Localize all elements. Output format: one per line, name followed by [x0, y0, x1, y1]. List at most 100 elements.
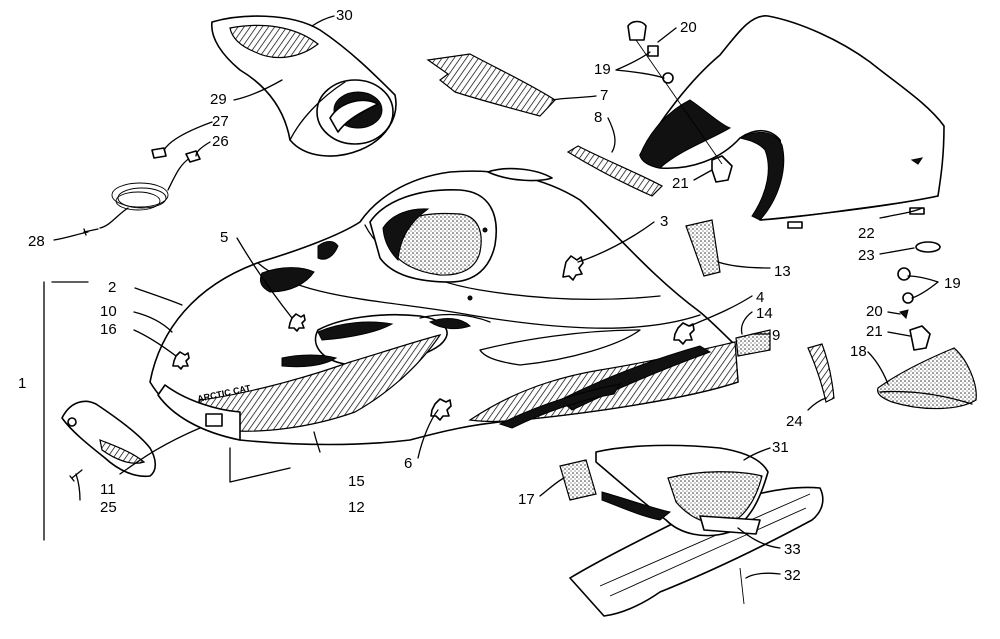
- bracket-18-edge: [879, 390, 973, 405]
- leader-20b: [887, 311, 901, 315]
- bolt-32: [739, 567, 745, 605]
- leader-25: [75, 473, 81, 501]
- harness-coil-3: [115, 191, 161, 211]
- rivet-5: [288, 313, 306, 332]
- callout-21a: 21: [672, 175, 689, 192]
- callout-13: 13: [774, 263, 791, 280]
- callout-17: 17: [518, 491, 535, 508]
- callout-4: 4: [756, 289, 764, 306]
- leader-31: [743, 447, 771, 461]
- leader-4: [689, 295, 753, 327]
- clip-21: [711, 155, 733, 183]
- leader-2: [134, 287, 183, 306]
- leader-13: [717, 261, 771, 269]
- hood-scoop-slot-3: [428, 318, 471, 330]
- leader-15: [313, 431, 321, 453]
- leader-lines: [43, 15, 939, 579]
- dash-shadow: [382, 208, 430, 262]
- hood-scoop-slot-1: [317, 321, 394, 341]
- callout-10: 10: [100, 303, 117, 320]
- seat-base-ribs: [599, 493, 811, 597]
- decal-9: [735, 329, 771, 357]
- decal-7: [426, 53, 556, 117]
- callout-22: 22: [858, 225, 875, 242]
- windshield-tab-1: [787, 221, 803, 229]
- harness-assembly: [83, 147, 201, 236]
- windshield-hardware: [627, 20, 941, 253]
- leader-1: [43, 281, 89, 541]
- hood-scoop-slot-2: [281, 354, 338, 368]
- screw-25: [69, 469, 83, 482]
- callout-1: 1: [18, 375, 26, 392]
- console-ridge: [289, 81, 346, 141]
- callout-30: 30: [336, 7, 353, 24]
- leader-27: [163, 121, 213, 151]
- hardware-axis: [635, 39, 723, 165]
- leader-28: [53, 231, 89, 241]
- bumper-11: [61, 400, 157, 478]
- windshield-mark: [910, 157, 924, 165]
- callout-9: 9: [772, 327, 780, 344]
- leader-14: [740, 311, 753, 335]
- washer-19b-top: [897, 267, 911, 281]
- callout-3: 3: [660, 213, 668, 230]
- decal-13: [685, 219, 721, 277]
- leader-19b: [907, 275, 939, 299]
- leader-24: [807, 397, 827, 411]
- hood-vent-left-1: [259, 267, 315, 293]
- hood-assembly: ARCTIC CAT: [149, 167, 739, 446]
- gauge-inner-ring: [329, 99, 379, 133]
- leader-20a: [657, 27, 677, 43]
- leader-32: [745, 572, 781, 579]
- windshield-assembly: [639, 15, 945, 229]
- leader-33: [737, 527, 781, 549]
- hood-vent-left-2: [317, 241, 339, 260]
- callout-24: 24: [786, 413, 803, 430]
- callout-28: 28: [28, 233, 45, 250]
- callout-labels: 1 2 3 4 5 6 7 8 9 10 11 12 13 14 15 16 1…: [18, 7, 961, 584]
- leader-7: [551, 95, 597, 101]
- connector-26: [185, 150, 201, 163]
- leader-12: [229, 447, 291, 483]
- hood-ridge-line: [257, 262, 701, 329]
- callout-16: 16: [100, 321, 117, 338]
- seal-24: [807, 343, 835, 403]
- side-decal-stripe-2: [498, 383, 622, 429]
- grille-8: [566, 145, 663, 197]
- callout-23: 23: [858, 247, 875, 264]
- callout-7: 7: [600, 87, 608, 104]
- callout-19a: 19: [594, 61, 611, 78]
- callout-20a: 20: [680, 19, 697, 36]
- hood-scoop-rim: [419, 313, 491, 323]
- callout-26: 26: [212, 133, 229, 150]
- leader-29: [233, 79, 283, 101]
- leader-6: [417, 409, 439, 459]
- leader-21b: [887, 331, 911, 337]
- callout-6: 6: [404, 455, 412, 472]
- cap-20: [627, 20, 647, 41]
- leader-30: [311, 15, 335, 27]
- decal-17: [559, 459, 597, 501]
- rivet-10: [172, 351, 190, 370]
- leader-11: [119, 427, 201, 475]
- rivet-4: [673, 322, 695, 345]
- hood-screw-hole-1: [482, 227, 488, 233]
- bumper-11-hole: [67, 417, 77, 427]
- console-assembly: [211, 15, 397, 157]
- nose-badge-slot: [205, 413, 223, 427]
- leader-23: [879, 247, 915, 255]
- leader-22: [879, 207, 923, 219]
- leader-16: [133, 329, 177, 357]
- callout-18: 18: [850, 343, 867, 360]
- callout-2: 2: [108, 279, 116, 296]
- windshield-trim-left: [639, 99, 732, 169]
- hood-screw-hole-2: [467, 295, 473, 301]
- harness-coil-1: [111, 182, 169, 208]
- grommet-23: [915, 241, 941, 253]
- callout-31: 31: [772, 439, 789, 456]
- callout-21b: 21: [866, 323, 883, 340]
- bracket-18-assembly: [877, 267, 977, 410]
- callout-12: 12: [348, 499, 365, 516]
- bumper-11-grip: [99, 439, 146, 464]
